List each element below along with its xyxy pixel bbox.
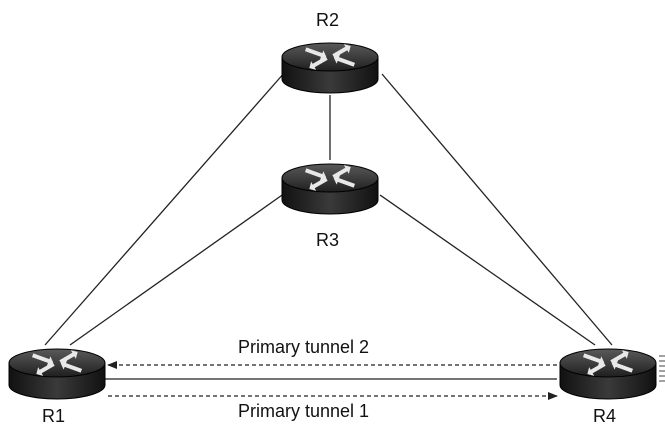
link-r2-r1 — [44, 71, 286, 346]
routers — [8, 42, 657, 400]
link-r3-r4 — [379, 194, 596, 346]
link-lines — [44, 71, 613, 380]
link-r3-r1 — [69, 192, 286, 346]
router-label-r2: R2 — [316, 10, 340, 30]
router-label-r3: R3 — [316, 230, 340, 250]
link-r2-r4 — [381, 73, 613, 346]
router-icon-r4 — [559, 348, 657, 400]
router-label-r1: R1 — [42, 406, 66, 426]
tunnel-arrows — [107, 361, 558, 400]
router-icon-r1 — [8, 348, 106, 400]
router-icon-r3 — [281, 163, 379, 215]
edge-marks — [659, 355, 665, 382]
router-icon-r2 — [281, 42, 379, 94]
router-label-r4: R4 — [593, 406, 617, 426]
tunnel-1-label: Primary tunnel 1 — [238, 401, 370, 421]
tunnel-2-label: Primary tunnel 2 — [238, 337, 370, 357]
